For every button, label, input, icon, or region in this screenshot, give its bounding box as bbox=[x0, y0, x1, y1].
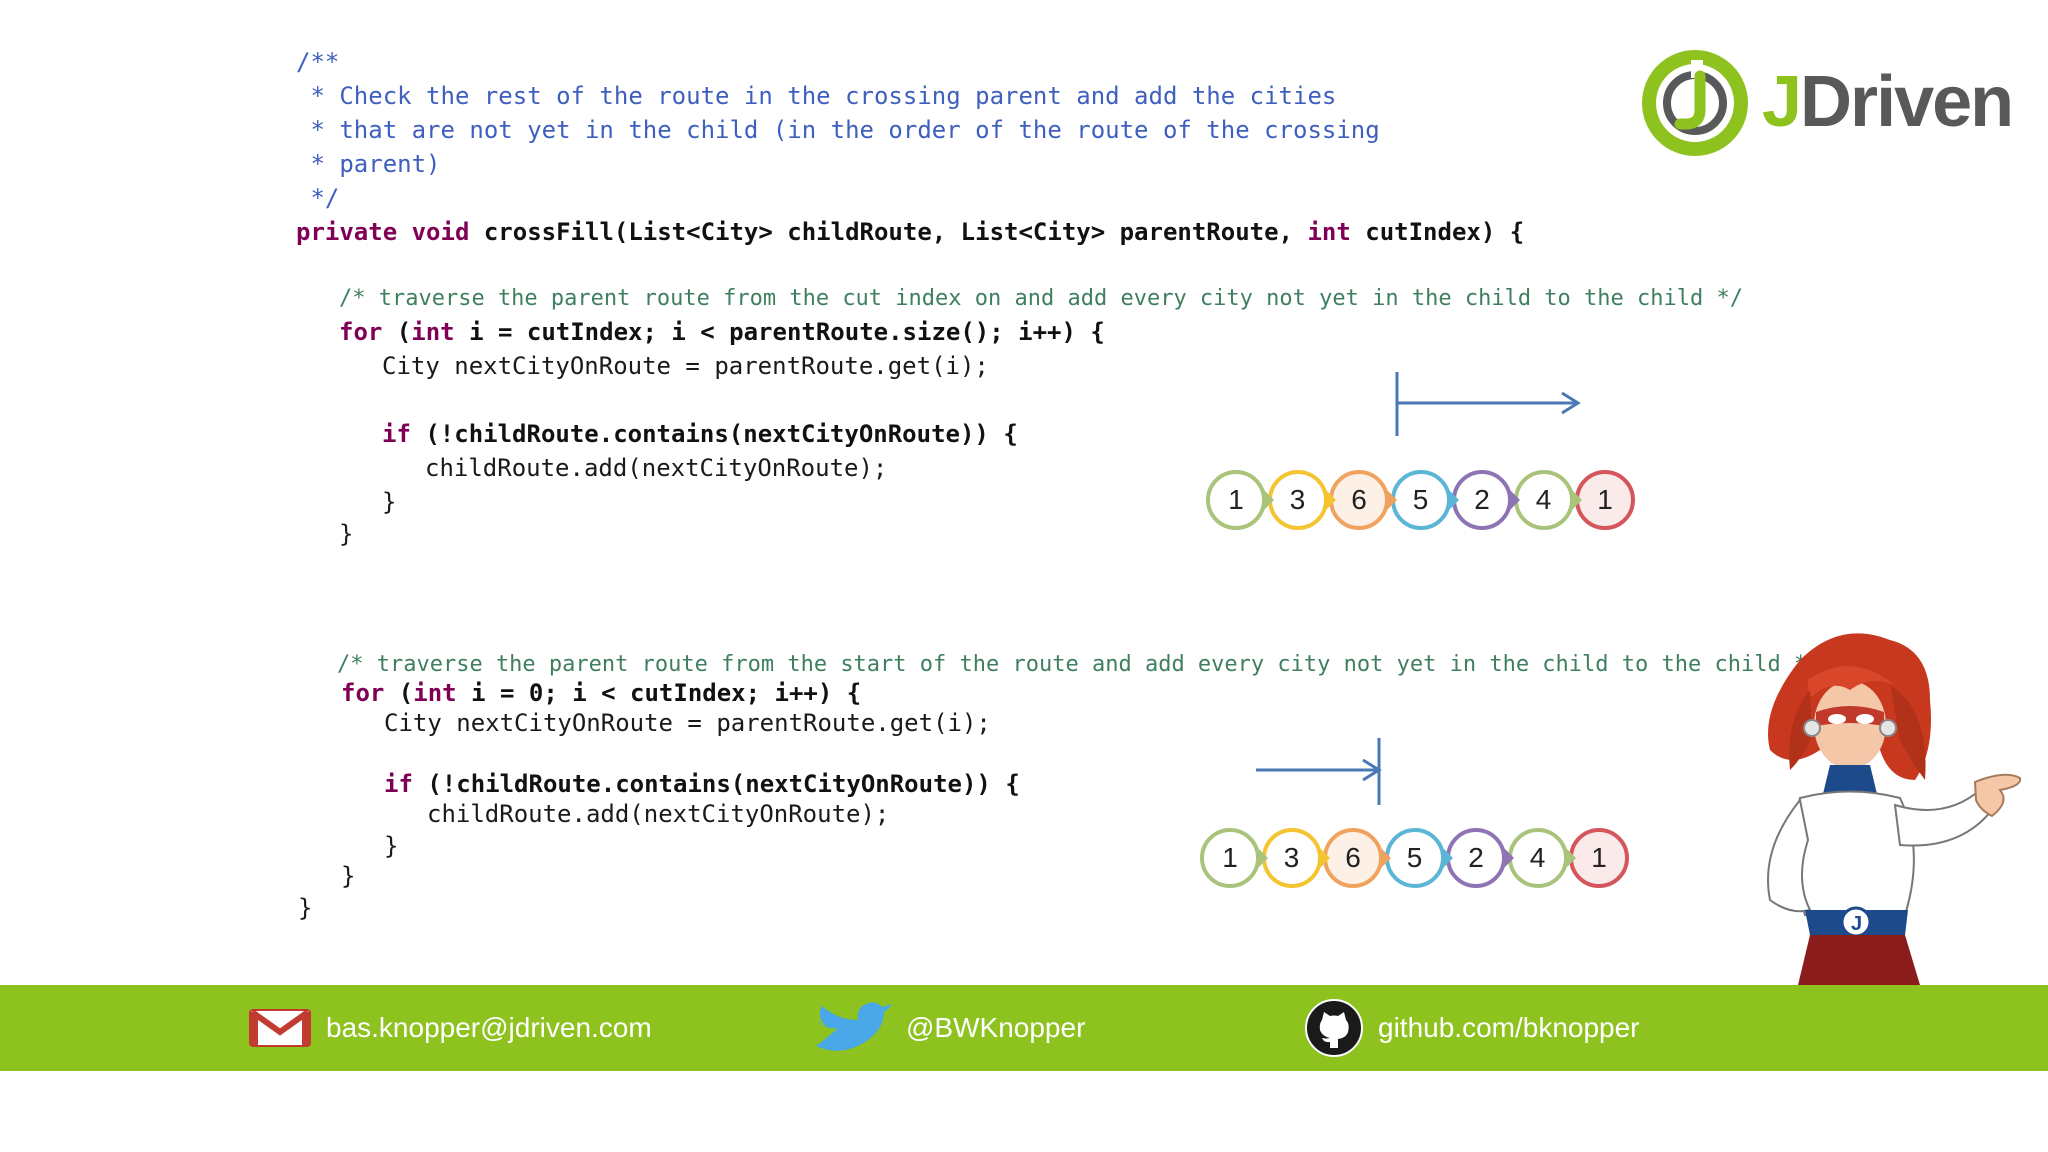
signature-rest: cutIndex) { bbox=[1350, 218, 1525, 246]
cut-forward-arrow-icon bbox=[1395, 372, 1581, 436]
route-link-arrow-icon bbox=[1565, 848, 1576, 868]
loop2-close-for: } bbox=[341, 862, 356, 890]
method-close: } bbox=[298, 894, 313, 922]
javadoc-line-2: * that are not yet in the child (in the … bbox=[296, 116, 1380, 144]
route-node: 5 bbox=[1384, 828, 1453, 888]
twitter-bird-icon bbox=[816, 1002, 892, 1051]
logo-driven-word: Driven bbox=[1800, 62, 2014, 142]
cut-backward-arrow-icon bbox=[1256, 738, 1382, 805]
for-open: ( bbox=[382, 318, 412, 346]
route-node-label: 5 bbox=[1406, 842, 1423, 873]
route-node-label: 1 bbox=[1597, 484, 1613, 515]
route-node-label: 2 bbox=[1468, 842, 1484, 873]
for-rest: i = 0; i < cutIndex; i++) { bbox=[456, 679, 862, 707]
route-node-label: 5 bbox=[1412, 484, 1429, 515]
route-node: 6 bbox=[1329, 470, 1397, 530]
for-keyword: for bbox=[341, 679, 385, 707]
loop1-add: childRoute.add(nextCityOnRoute); bbox=[425, 454, 888, 482]
twitter-handle[interactable]: @BWKnopper bbox=[906, 1012, 1086, 1043]
github-octocat-icon bbox=[1305, 999, 1363, 1057]
loop2-comment: /* traverse the parent route from the st… bbox=[337, 652, 1821, 677]
svg-text:J: J bbox=[1851, 913, 1862, 935]
email-address[interactable]: bas.knopper@jdriven.com bbox=[326, 1012, 652, 1043]
footer-github[interactable]: github.com/bknopper bbox=[1304, 985, 1640, 1071]
route-node: 1 bbox=[1206, 470, 1274, 530]
route-link-arrow-icon bbox=[1442, 848, 1453, 868]
method-signature: private void crossFill(List<City> childR… bbox=[296, 217, 1524, 247]
route-node: 1 bbox=[1569, 828, 1629, 888]
loop1-if: if (!childRoute.contains(nextCityOnRoute… bbox=[382, 419, 1018, 449]
route-node: 2 bbox=[1452, 470, 1520, 530]
route-node: 4 bbox=[1507, 828, 1576, 888]
route-node-label: 2 bbox=[1474, 484, 1490, 515]
method-name: crossFill(List<City> childRoute, List<Ci… bbox=[483, 218, 1308, 246]
gmail-icon bbox=[249, 1009, 311, 1047]
route-node-label: 1 bbox=[1591, 842, 1607, 873]
route-link-arrow-icon bbox=[1381, 848, 1391, 868]
route-node: 1 bbox=[1200, 828, 1268, 888]
route-link-arrow-icon bbox=[1258, 848, 1268, 868]
footer-email[interactable]: bas.knopper@jdriven.com bbox=[248, 985, 652, 1071]
route-link-arrow-icon bbox=[1504, 848, 1514, 868]
loop2-add: childRoute.add(nextCityOnRoute); bbox=[427, 800, 890, 828]
route-link-arrow-icon bbox=[1387, 490, 1397, 510]
route-link-arrow-icon bbox=[1325, 490, 1336, 510]
jdriven-logo-mark-icon bbox=[1642, 50, 1748, 156]
loop1-close-for: } bbox=[339, 520, 354, 548]
route-node-label: 1 bbox=[1222, 842, 1238, 873]
route-top: 1 3 6 5 2 4 1 bbox=[1206, 466, 1646, 536]
route-link-arrow-icon bbox=[1319, 848, 1330, 868]
route-node: 2 bbox=[1446, 828, 1514, 888]
route-node-label: 3 bbox=[1289, 484, 1306, 515]
github-url[interactable]: github.com/bknopper bbox=[1378, 1012, 1640, 1043]
loop1-assign: City nextCityOnRoute = parentRoute.get(i… bbox=[382, 352, 989, 380]
route-node: 4 bbox=[1513, 470, 1582, 530]
loop1-comment: /* traverse the parent route from the cu… bbox=[339, 286, 1743, 311]
route-link-arrow-icon bbox=[1264, 490, 1274, 510]
int-keyword: int bbox=[413, 679, 457, 707]
route-link-arrow-icon bbox=[1571, 490, 1582, 510]
route-node-label: 3 bbox=[1283, 842, 1300, 873]
route-node-label: 4 bbox=[1535, 484, 1552, 515]
loop1-close-if: } bbox=[382, 488, 397, 516]
loop2-close-if: } bbox=[384, 832, 399, 860]
route-node: 3 bbox=[1267, 470, 1336, 530]
javadoc-line-1: * Check the rest of the route in the cro… bbox=[296, 82, 1337, 110]
footer-twitter[interactable]: @BWKnopper bbox=[812, 985, 1085, 1071]
superhero-illustration: J bbox=[1767, 633, 2022, 985]
int-keyword: int bbox=[411, 318, 455, 346]
route-node-label: 6 bbox=[1345, 842, 1361, 873]
route-link-arrow-icon bbox=[1510, 490, 1520, 510]
loop2-assign: City nextCityOnRoute = parentRoute.get(i… bbox=[384, 709, 991, 737]
if-rest: (!childRoute.contains(nextCityOnRoute)) … bbox=[412, 770, 1020, 798]
javadoc-line-3: * parent) bbox=[296, 150, 441, 178]
if-keyword: if bbox=[382, 420, 411, 448]
javadoc-close: */ bbox=[296, 184, 340, 212]
route-node-label: 6 bbox=[1351, 484, 1367, 515]
route-node-label: 1 bbox=[1228, 484, 1244, 515]
route-node: 5 bbox=[1390, 470, 1459, 530]
route-node-label: 4 bbox=[1529, 842, 1546, 873]
loop2-if: if (!childRoute.contains(nextCityOnRoute… bbox=[384, 769, 1020, 799]
loop2-for: for (int i = 0; i < cutIndex; i++) { bbox=[341, 678, 861, 708]
route-node: 1 bbox=[1575, 470, 1635, 530]
javadoc-open: /** bbox=[296, 48, 340, 76]
int-keyword: int bbox=[1307, 218, 1351, 246]
route-bottom: 1 3 6 5 2 4 1 bbox=[1200, 824, 1640, 894]
route-node: 6 bbox=[1323, 828, 1391, 888]
if-keyword: if bbox=[384, 770, 413, 798]
loop1-for: for (int i = cutIndex; i < parentRoute.s… bbox=[339, 317, 1105, 347]
modifier-keyword: private void bbox=[296, 218, 470, 246]
route-node: 3 bbox=[1261, 828, 1330, 888]
route-link-arrow-icon bbox=[1448, 490, 1459, 510]
for-rest: i = cutIndex; i < parentRoute.size(); i+… bbox=[454, 318, 1105, 346]
footer-bar: bas.knopper@jdriven.com @BWKnopper githu… bbox=[0, 985, 2048, 1071]
logo-j-letter: J bbox=[1762, 62, 1802, 142]
jdriven-logo-text: JDriven bbox=[1762, 62, 2014, 142]
for-open: ( bbox=[384, 679, 414, 707]
if-rest: (!childRoute.contains(nextCityOnRoute)) … bbox=[410, 420, 1018, 448]
jdriven-logo: JDriven bbox=[1640, 48, 2014, 158]
for-keyword: for bbox=[339, 318, 383, 346]
